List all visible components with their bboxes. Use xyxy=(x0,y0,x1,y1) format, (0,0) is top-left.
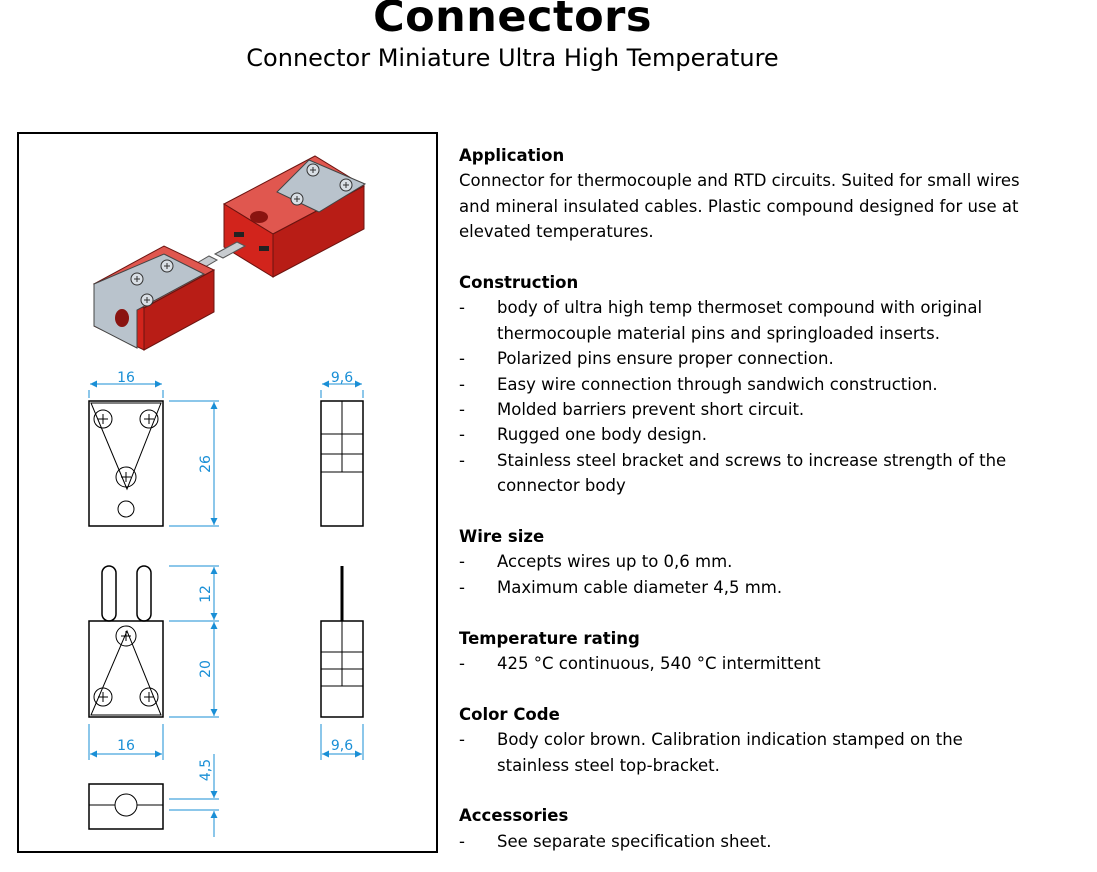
bullet-dash: - xyxy=(459,400,465,420)
page-subtitle: Connector Miniature Ultra High Temperatu… xyxy=(246,44,779,72)
construction-item: - Stainless steel bracket and screws to … xyxy=(459,448,1079,499)
temperature-heading: Temperature rating xyxy=(459,628,640,648)
color-code-item: - Body color brown. Calibration indicati… xyxy=(459,727,1079,778)
construction-item: - Polarized pins ensure proper connectio… xyxy=(459,346,1079,371)
bullet-text: Stainless steel bracket and screws to in… xyxy=(497,450,1007,470)
bullet-dash: - xyxy=(459,374,465,394)
construction-heading: Construction xyxy=(459,273,579,293)
bullet-dash: - xyxy=(459,298,465,318)
bullet-text: Easy wire connection through sandwich co… xyxy=(497,374,938,394)
bullet-dash: - xyxy=(459,425,465,445)
side-view-female: 9,6 xyxy=(320,370,364,527)
female-connector-render xyxy=(222,155,367,278)
drawing-frame: 16 26 9,6 xyxy=(17,132,438,853)
application-line: and mineral insulated cables. Plastic co… xyxy=(459,196,1019,216)
bullet-text: Rugged one body design. xyxy=(497,425,707,445)
application-line: elevated temperatures. xyxy=(459,222,654,242)
bullet-text: Polarized pins ensure proper connection. xyxy=(497,349,834,369)
wire-size-item: - Accepts wires up to 0,6 mm. xyxy=(459,549,1079,574)
bullet-dash: - xyxy=(459,730,465,750)
dim-plug-height: 20 xyxy=(198,660,214,678)
spec-text: Application Connector for thermocouple a… xyxy=(459,143,1079,854)
bullet-dash: - xyxy=(459,577,465,597)
bullet-text: Accepts wires up to 0,6 mm. xyxy=(497,552,733,572)
bottom-view: 4,5 xyxy=(88,754,219,837)
bullet-dash: - xyxy=(459,552,465,572)
construction-item: - body of ultra high temp thermoset comp… xyxy=(459,295,1079,346)
temperature-item: - 425 °C continuous, 540 °C intermittent xyxy=(459,651,1079,676)
wire-size-heading: Wire size xyxy=(459,527,545,547)
construction-item: - Molded barriers prevent short circuit. xyxy=(459,397,1079,422)
bullet-dash: - xyxy=(459,450,465,470)
bullet-text: body of ultra high temp thermoset compou… xyxy=(497,298,983,318)
bullet-dash: - xyxy=(459,654,465,674)
dim-plug-side-width: 9,6 xyxy=(331,738,353,754)
wire-size-item: - Maximum cable diameter 4,5 mm. xyxy=(459,575,1079,600)
color-code-heading: Color Code xyxy=(459,704,560,724)
side-view-male: 9,6 xyxy=(320,566,364,760)
page-title: Connectors xyxy=(373,0,652,42)
construction-item: - Rugged one body design. xyxy=(459,422,1079,447)
technical-drawing: 16 26 9,6 xyxy=(88,155,367,837)
bullet-text: 425 °C continuous, 540 °C intermittent xyxy=(497,654,821,674)
accessories-item: - See separate specification sheet. xyxy=(459,829,1079,854)
front-view-female: 16 26 xyxy=(88,370,219,527)
construction-item: - Easy wire connection through sandwich … xyxy=(459,372,1079,397)
bullet-text: Body color brown. Calibration indication… xyxy=(497,730,963,750)
bullet-text: thermocouple material pins and springloa… xyxy=(497,323,940,343)
application-line: Connector for thermocouple and RTD circu… xyxy=(459,171,1020,191)
bullet-text: connector body xyxy=(497,476,626,496)
front-view-male: 12 20 16 xyxy=(88,565,219,760)
dim-side-width: 9,6 xyxy=(331,370,353,386)
dim-front-width: 16 xyxy=(117,370,135,386)
dim-front-height: 26 xyxy=(198,455,214,473)
bullet-text: Molded barriers prevent short circuit. xyxy=(497,400,805,420)
male-plug-render xyxy=(92,241,247,351)
application-heading: Application xyxy=(459,146,565,165)
bullet-text: Maximum cable diameter 4,5 mm. xyxy=(497,577,783,597)
accessories-heading: Accessories xyxy=(459,806,569,826)
bullet-text: stainless steel top-bracket. xyxy=(497,755,720,775)
dim-plug-width: 16 xyxy=(117,738,135,754)
bullet-text: See separate specification sheet. xyxy=(497,831,772,851)
bullet-dash: - xyxy=(459,831,465,851)
dim-bottom-height: 4,5 xyxy=(198,759,214,781)
bullet-dash: - xyxy=(459,349,465,369)
dim-pin-length: 12 xyxy=(198,585,214,603)
